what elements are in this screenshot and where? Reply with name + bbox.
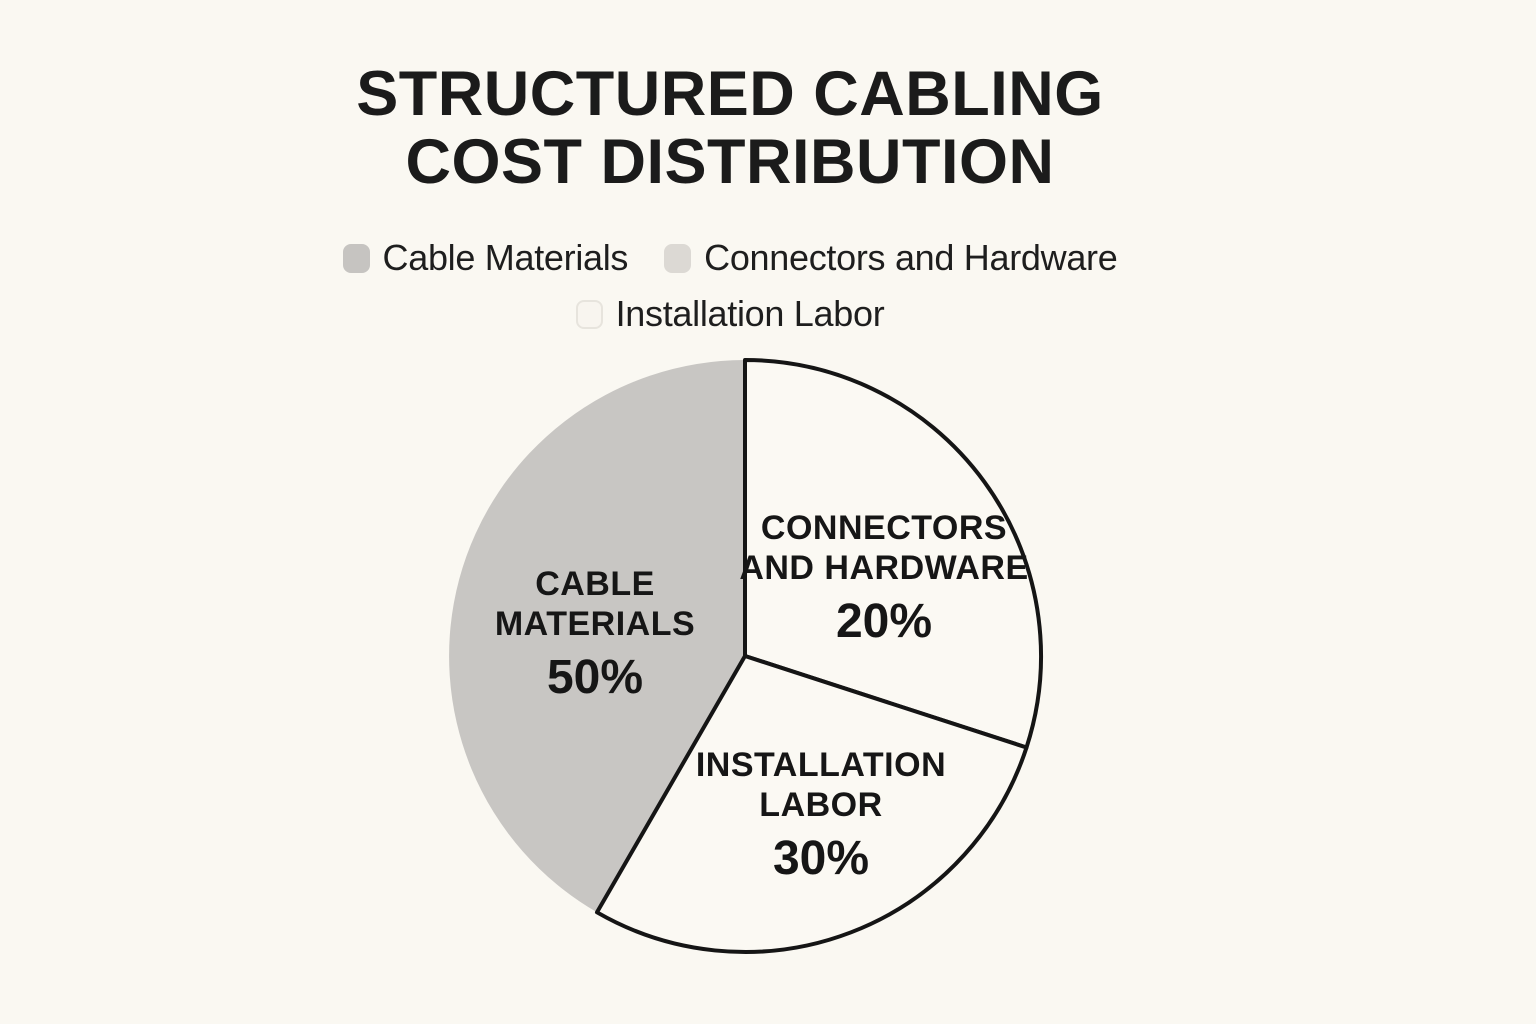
slice-value-installation-labor: 30% [772, 832, 870, 885]
legend-item-cable-materials: Cable Materials [342, 234, 629, 282]
slice-name-installation-labor: INSTALLATION LABOR [695, 746, 947, 824]
slice-label-cable-materials: CABLE MATERIALS 50% [480, 564, 710, 704]
legend-item-installation-labor: Installation Labor [575, 290, 885, 338]
legend-item-connectors-and-hardware: Connectors and Hardware [664, 234, 1118, 282]
legend-label-cable-materials: Cable Materials [382, 237, 629, 278]
pie-slice-installation-labor [595, 654, 1029, 954]
slice-name-cable-materials: CABLE MATERIALS [494, 565, 696, 643]
slice-label-installation-labor: INSTALLATION LABOR 30% [671, 745, 971, 885]
legend-label-installation-labor: Installation Labor [615, 293, 885, 334]
slice-value-connectors-and-hardware: 20% [835, 595, 933, 648]
chart-title: STRUCTURED CABLING COST DISTRIBUTION [356, 59, 1104, 197]
legend-swatch-cable-materials-icon [342, 243, 370, 273]
legend-swatch-connectors-and-hardware-icon [664, 243, 692, 273]
slice-label-connectors-and-hardware: CONNECTORS AND HARDWARE 20% [729, 508, 1039, 648]
slice-value-cable-materials: 50% [546, 651, 644, 704]
pie-svg [449, 358, 1043, 954]
slice-name-connectors-and-hardware: CONNECTORS AND HARDWARE [739, 509, 1029, 587]
legend: Cable Materials Connectors and Hardware … [305, 234, 1155, 338]
legend-swatch-installation-labor-icon [575, 299, 603, 329]
pie-slice-cable-materials [449, 360, 745, 913]
legend-label-connectors-and-hardware: Connectors and Hardware [704, 237, 1118, 278]
pie-slice-connectors-and-hardware [743, 358, 1043, 750]
